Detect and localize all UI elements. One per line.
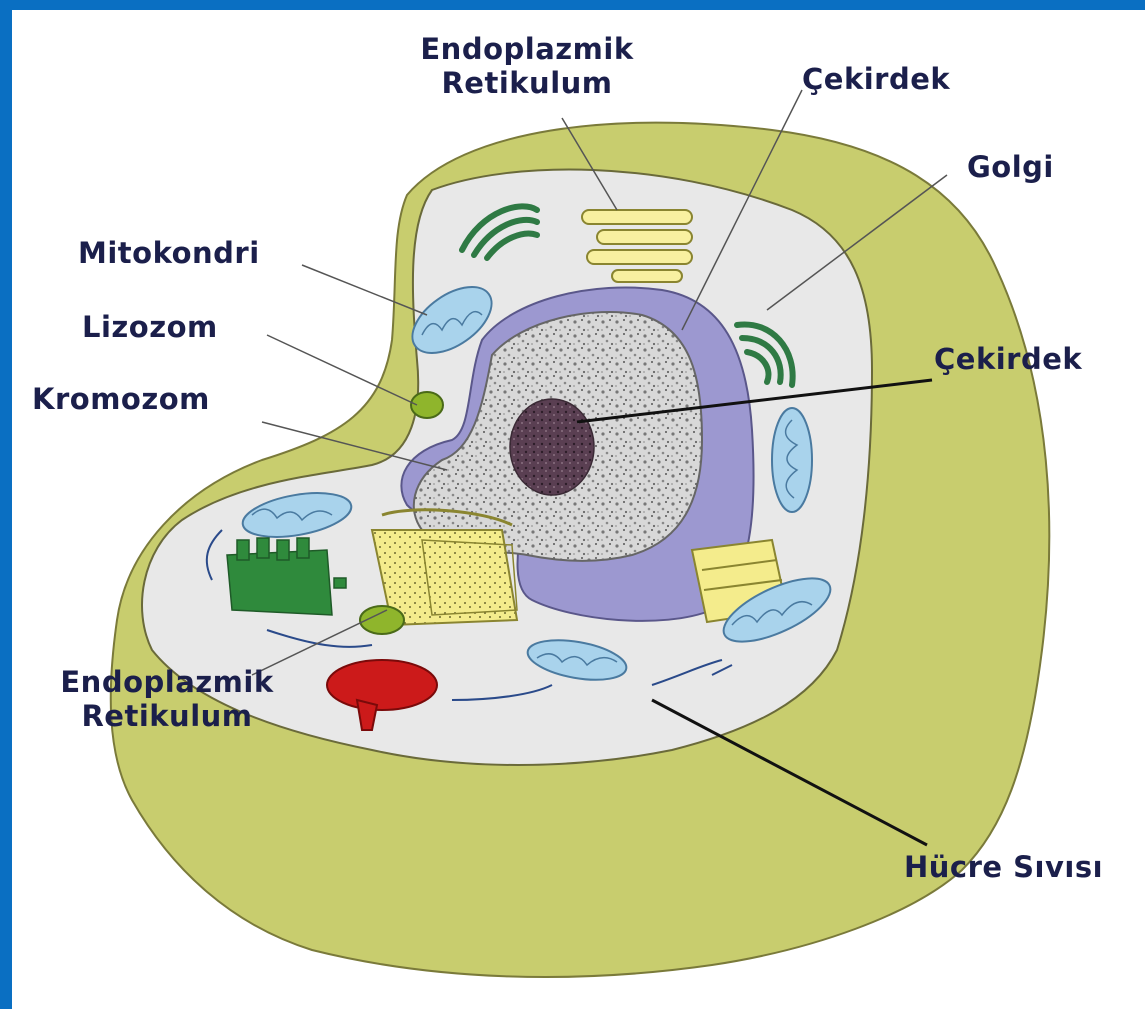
label-mitokondri: Mitokondri [78, 236, 260, 270]
label-er-bottom-line1: Endoplazmik [32, 665, 302, 699]
diagram-frame: Endoplazmik Retikulum Çekirdek Golgi Mit… [12, 10, 1145, 1009]
label-golgi: Golgi [967, 150, 1054, 184]
label-er-top: Endoplazmik Retikulum [412, 32, 642, 100]
label-lizozom: Lizozom [82, 310, 218, 344]
label-nucleolus: Çekirdek [934, 342, 1082, 376]
label-er-bottom-line2: Retikulum [32, 699, 302, 733]
label-nucleus-top: Çekirdek [802, 62, 950, 96]
label-er-top-line2: Retikulum [412, 66, 642, 100]
label-hucre-sivisi: Hücre Sıvısı [904, 850, 1103, 884]
label-er-bottom: Endoplazmik Retikulum [32, 665, 302, 733]
nucleolus [510, 399, 594, 495]
label-er-top-line1: Endoplazmik [412, 32, 642, 66]
label-kromozom: Kromozom [32, 382, 210, 416]
